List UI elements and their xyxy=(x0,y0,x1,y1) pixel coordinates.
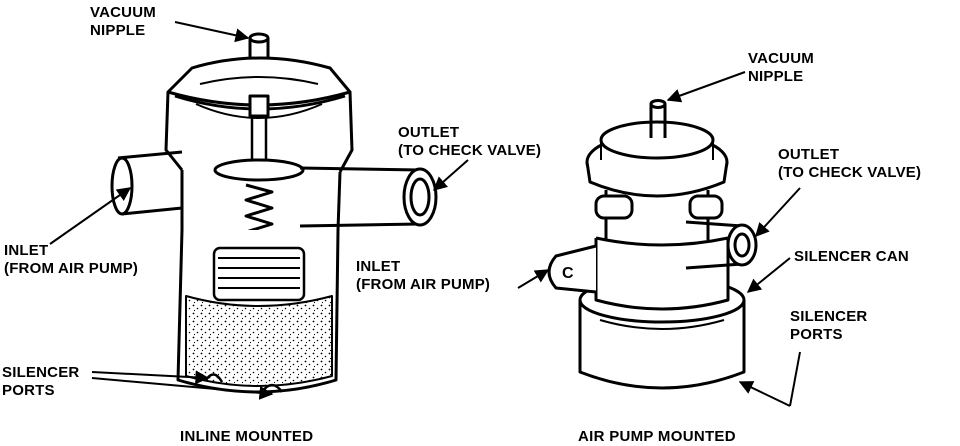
leader-vacuum-nipple-left xyxy=(174,21,250,43)
leader-outlet-right xyxy=(755,187,801,238)
label-outlet-right-line1: OUTLET xyxy=(778,146,840,163)
leader-outlet-left xyxy=(432,159,469,191)
label-vacuum-nipple-right-line1: VACUUM xyxy=(748,50,814,67)
label-inlet-left: INLET (FROM AIR PUMP) xyxy=(4,242,138,278)
label-vacuum-nipple-right: VACUUM NIPPLE xyxy=(748,50,814,86)
label-inlet-left-line1: INLET xyxy=(4,242,49,259)
label-outlet-right: OUTLET (TO CHECK VALVE) xyxy=(778,146,921,182)
label-outlet-right-line2: (TO CHECK VALVE) xyxy=(778,164,922,181)
leader-silencer-can xyxy=(746,257,791,293)
leader-silencer-ports-right-a xyxy=(789,351,801,407)
label-silencer-ports-right-line2: PORTS xyxy=(790,326,843,343)
inline-leader-lines xyxy=(49,21,469,400)
label-inlet-left-line2: (FROM AIR PUMP) xyxy=(4,260,139,277)
label-inlet-right: INLET (FROM AIR PUMP) xyxy=(356,258,490,294)
pump-mounted-valve-drawing: C xyxy=(547,99,758,390)
mount-mark-c: C xyxy=(562,265,574,282)
label-vacuum-nipple-left-line1: VACUUM xyxy=(90,4,156,21)
label-outlet-left-line1: OUTLET xyxy=(398,124,460,141)
caption-air-pump-mounted: AIR PUMP MOUNTED xyxy=(578,428,736,445)
label-outlet-left-line2: (TO CHECK VALVE) xyxy=(398,142,542,159)
label-inlet-right-line2: (FROM AIR PUMP) xyxy=(356,276,491,293)
label-silencer-ports-left-line2: PORTS xyxy=(2,382,55,399)
label-outlet-left: OUTLET (TO CHECK VALVE) xyxy=(398,124,541,160)
label-inlet-right-line1: INLET xyxy=(356,258,401,275)
leader-silencer-ports-right-b xyxy=(738,381,791,407)
label-silencer-ports-left: SILENCER PORTS xyxy=(2,364,79,400)
leader-inlet-left xyxy=(49,187,132,245)
label-silencer-ports-left-line1: SILENCER xyxy=(2,364,80,381)
inline-valve-drawing xyxy=(110,32,438,394)
pump-leader-lines xyxy=(517,71,801,407)
label-vacuum-nipple-left: VACUUM NIPPLE xyxy=(90,4,156,40)
leader-vacuum-nipple-right xyxy=(666,71,746,103)
caption-inline-mounted: INLINE MOUNTED xyxy=(180,428,314,445)
leader-silencer-port-left-2 xyxy=(91,377,274,400)
label-silencer-ports-right-line1: SILENCER xyxy=(790,308,868,325)
label-silencer-ports-right: SILENCER PORTS xyxy=(790,308,867,344)
label-vacuum-nipple-right-line2: NIPPLE xyxy=(748,68,804,85)
leader-silencer-port-left-1 xyxy=(91,370,210,385)
leader-inlet-right xyxy=(517,269,550,289)
label-vacuum-nipple-left-line2: NIPPLE xyxy=(90,22,146,39)
label-silencer-can: SILENCER CAN xyxy=(794,248,909,265)
